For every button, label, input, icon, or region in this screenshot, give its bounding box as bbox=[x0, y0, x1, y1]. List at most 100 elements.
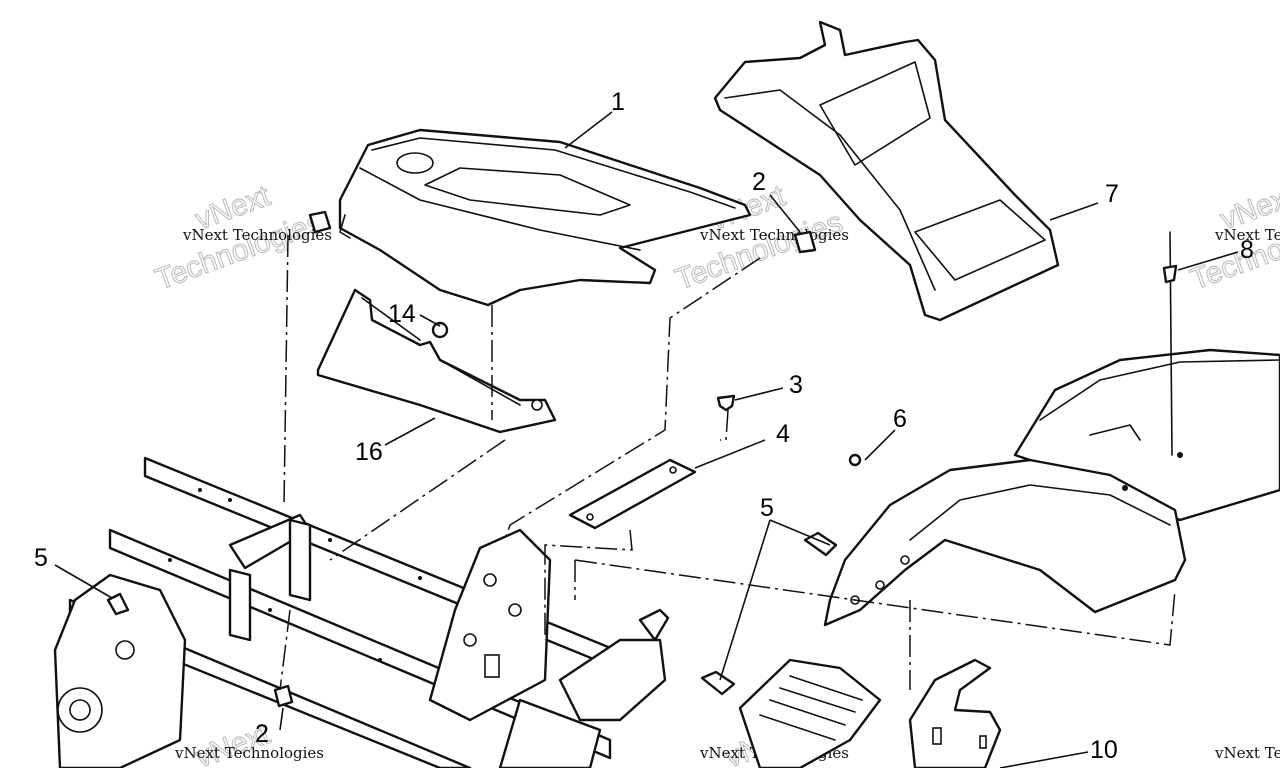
part-1-tank-cover bbox=[338, 128, 752, 307]
tank-cover-edge bbox=[359, 167, 641, 251]
console-upper-opening bbox=[819, 61, 931, 166]
rivet bbox=[268, 608, 272, 612]
tray-ribs bbox=[759, 675, 863, 741]
bolt-icon bbox=[106, 592, 130, 616]
watermark-company: vNext Technologies bbox=[1214, 744, 1280, 762]
leader bbox=[1177, 251, 1239, 271]
fender-front-section bbox=[823, 458, 1187, 627]
rear-mount-plate bbox=[428, 528, 552, 722]
console-edge bbox=[724, 89, 936, 291]
rivet-icon bbox=[716, 394, 736, 412]
assembly-line bbox=[329, 439, 506, 561]
fender-hole bbox=[875, 580, 885, 590]
leader bbox=[279, 707, 284, 731]
rear-fender bbox=[823, 348, 1280, 627]
leader bbox=[564, 111, 613, 149]
callout-3: 3 bbox=[789, 371, 803, 399]
bolt-icon bbox=[700, 670, 736, 696]
mudflap-slot bbox=[932, 727, 942, 745]
leader bbox=[769, 519, 831, 546]
watermark-company: vNext Technologies bbox=[699, 226, 849, 244]
callout-16: 16 bbox=[355, 438, 383, 466]
rivet bbox=[228, 498, 232, 502]
bracket-hub-inner bbox=[69, 699, 91, 721]
rivet bbox=[328, 538, 332, 542]
fender-fastener bbox=[1122, 485, 1128, 491]
frame-lower-plate bbox=[498, 698, 602, 768]
plate-hole bbox=[483, 573, 497, 587]
mudflap-slot bbox=[979, 735, 987, 749]
tank-cover-rim bbox=[371, 137, 736, 209]
rear-axle-bracket bbox=[558, 638, 667, 722]
side-panel-edge bbox=[361, 297, 521, 406]
callout-2: 2 bbox=[255, 720, 269, 748]
assembly-line bbox=[544, 529, 633, 640]
fender-back-cutout bbox=[1089, 424, 1141, 441]
assembly-line bbox=[504, 257, 761, 541]
watermark-group-6: vNext Technologies bbox=[1214, 744, 1280, 762]
axle-tab bbox=[638, 608, 670, 642]
leader bbox=[54, 564, 113, 599]
plate-hole bbox=[508, 603, 522, 617]
callout-7: 7 bbox=[1105, 180, 1119, 208]
footrest-tray bbox=[738, 658, 882, 768]
leader bbox=[419, 314, 441, 327]
part-10-mudflap bbox=[908, 658, 1002, 768]
plate-hole bbox=[463, 633, 477, 647]
console-lower-opening bbox=[914, 199, 1046, 281]
assembly-lines bbox=[279, 234, 1176, 691]
frame-post bbox=[228, 568, 252, 642]
plate-slot bbox=[484, 654, 500, 678]
watermark-group-1: vNext Technologies vNext Technologies bbox=[151, 179, 332, 297]
leader bbox=[384, 417, 436, 446]
rivet bbox=[378, 658, 382, 662]
assembly-line bbox=[279, 609, 291, 691]
assembly-line bbox=[720, 409, 729, 441]
tank-cover-shell bbox=[338, 128, 752, 307]
leader bbox=[734, 387, 784, 401]
fuel-cap-opening bbox=[396, 152, 434, 174]
tank-cover-tab bbox=[339, 214, 351, 239]
screw-icon bbox=[848, 453, 862, 467]
callout-5: 5 bbox=[34, 544, 48, 572]
part-16-side-panel bbox=[316, 288, 557, 434]
plate-body bbox=[568, 458, 697, 530]
leader bbox=[719, 519, 771, 681]
leader bbox=[1049, 202, 1099, 221]
callout-5: 5 bbox=[760, 494, 774, 522]
rivet bbox=[168, 558, 172, 562]
leader bbox=[769, 194, 801, 233]
clip-icon bbox=[308, 210, 332, 234]
callout-8: 8 bbox=[1240, 236, 1254, 264]
leader bbox=[999, 751, 1089, 768]
fender-fastener bbox=[1177, 452, 1183, 458]
fender-back-rim bbox=[1039, 359, 1280, 421]
assembly-line bbox=[574, 559, 1176, 646]
watermark-group-4: vNext vNext Technologies bbox=[174, 717, 324, 768]
side-panel-hole bbox=[531, 399, 543, 411]
screw-icon bbox=[431, 321, 449, 339]
tank-cover-recess bbox=[424, 167, 631, 216]
clip-icon bbox=[273, 684, 294, 708]
assembly-line bbox=[283, 234, 289, 506]
part-7-rear-console bbox=[713, 20, 1060, 322]
side-panel-shell bbox=[316, 288, 557, 434]
callout-14: 14 bbox=[388, 300, 416, 328]
flag-pole-mount-icon bbox=[1162, 264, 1178, 284]
fender-front-rim bbox=[909, 484, 1171, 541]
leader-lines bbox=[54, 111, 1239, 768]
callouts: 1 2 2 3 4 5 5 6 7 8 10 14 16 bbox=[34, 88, 1254, 764]
leader bbox=[694, 439, 766, 469]
plate-hole bbox=[586, 513, 594, 521]
watermark-company: vNext Technologies bbox=[1214, 226, 1280, 244]
chassis-frame bbox=[53, 456, 670, 768]
watermark-company: vNext Technologies bbox=[174, 744, 324, 762]
bracket-hole bbox=[115, 640, 135, 660]
rivet bbox=[198, 488, 202, 492]
part-4-plate bbox=[568, 458, 697, 530]
plate-hole bbox=[669, 466, 677, 474]
clip-icon bbox=[793, 230, 817, 254]
watermark-company: vNext Technologies bbox=[182, 226, 332, 244]
